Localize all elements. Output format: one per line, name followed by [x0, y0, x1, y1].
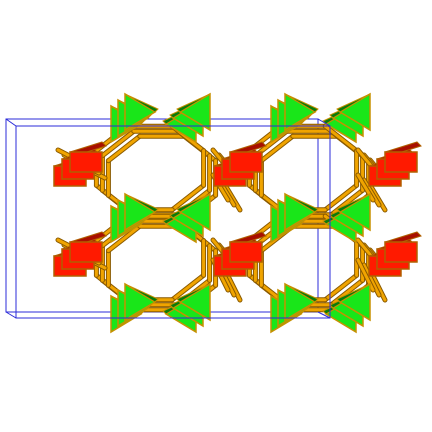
unit-cell-edge [5, 311, 17, 319]
red-plate [384, 241, 418, 263]
green-triangle-side [336, 193, 371, 213]
red-plate [384, 151, 418, 173]
green-triangle-side [176, 283, 211, 303]
bond [368, 183, 387, 212]
bond [356, 238, 375, 260]
green-triangle-side [336, 93, 371, 113]
bond [106, 134, 142, 163]
red-plate [69, 241, 103, 263]
red-plate [229, 151, 263, 173]
green-triangle-side [284, 193, 319, 213]
red-plate [69, 151, 103, 173]
bond [362, 178, 381, 207]
bond [170, 273, 206, 302]
green-polyhedra [110, 92, 371, 334]
red-polyhedra [53, 141, 422, 277]
bond [362, 263, 381, 297]
green-triangle-side [124, 193, 159, 213]
unit-cell-edge [317, 118, 331, 127]
red-plate [229, 241, 263, 263]
bond [329, 188, 365, 217]
bond [356, 148, 375, 170]
green-triangle-side [124, 93, 159, 113]
bond [223, 183, 242, 212]
green-triangle-side [176, 93, 211, 113]
bond [170, 183, 206, 212]
green-triangle-side [124, 283, 159, 303]
bond [106, 224, 142, 253]
bond [259, 134, 295, 163]
unit-cell-edge [5, 118, 17, 127]
green-triangle-side [284, 283, 319, 303]
green-triangle-side [336, 283, 371, 303]
unit-cell-front-edges [5, 118, 331, 319]
bond [329, 278, 365, 307]
unit-cell-edge [317, 311, 331, 319]
bond [100, 129, 136, 158]
green-triangle-side [284, 93, 319, 113]
green-triangle-side [176, 193, 211, 213]
